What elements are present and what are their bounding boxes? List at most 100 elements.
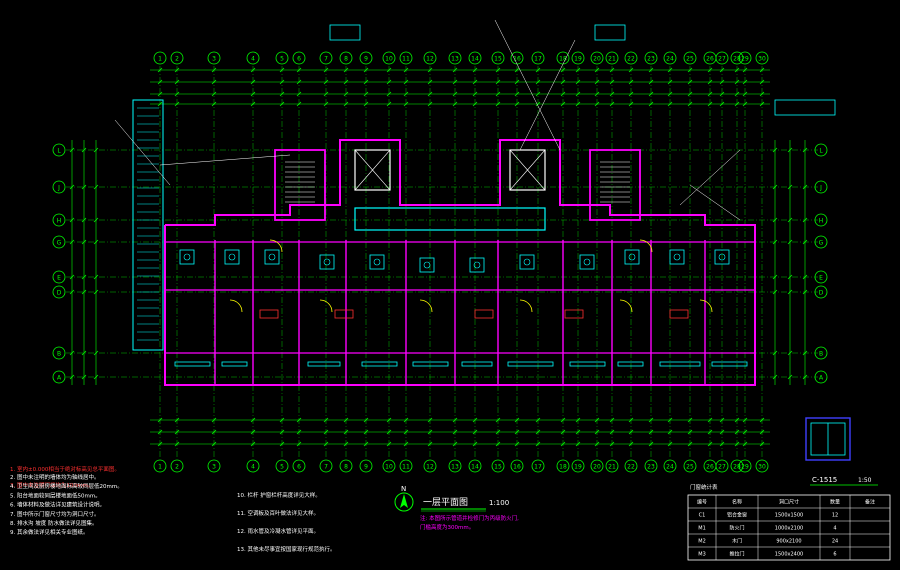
dimension-tick [452, 91, 458, 97]
note-magenta: 注: 本图所示管道井检修门为丙级防火门, [420, 514, 519, 522]
dimension-tick [386, 417, 392, 423]
dimension-tick [719, 101, 725, 107]
dimension-tick [648, 417, 654, 423]
dimension-tick [343, 79, 349, 85]
axis-bubble-circle [292, 51, 306, 65]
axis-bubble-col-9: 9 [359, 459, 373, 473]
axis-bubble-circle [319, 459, 333, 473]
axis-bubble-col-21: 21 [605, 51, 619, 65]
axis-bubble-label: 27 [718, 56, 726, 63]
window-frame [805, 417, 851, 461]
axis-bubble-col-27: 27 [715, 459, 729, 473]
axis-bubble-circle [382, 51, 396, 65]
dimension-tick [514, 67, 520, 73]
dimension-tick [403, 441, 409, 447]
dimension-tick [403, 67, 409, 73]
dimension-tick [742, 67, 748, 73]
axis-grid-bubbles: 1122334455667788991010111112121313141415… [52, 51, 828, 473]
fixture [624, 249, 640, 265]
axis-bubble-col-7: 7 [319, 51, 333, 65]
axis-bubble-circle [275, 51, 289, 65]
dimension-tick [575, 67, 581, 73]
dimension-tick [495, 417, 501, 423]
dimension-tick [93, 374, 99, 380]
axis-bubble-circle [292, 459, 306, 473]
axis-bubble-label: 8 [344, 56, 348, 63]
dimension-tick [667, 441, 673, 447]
room-tag-box [669, 309, 689, 319]
dimension-tick [452, 67, 458, 73]
dimension-tick [802, 184, 808, 190]
dimension-tick [427, 67, 433, 73]
window-opening [361, 361, 398, 367]
dimension-tick [759, 417, 765, 423]
axis-bubble-label: 15 [494, 464, 502, 471]
note-white: 7. 图中所示门窗尺寸均为洞口尺寸。 [10, 510, 100, 518]
table-header-cell: 洞口尺寸 [779, 499, 799, 506]
axis-bubble-col-6: 6 [292, 51, 306, 65]
axis-bubble-label: E [57, 275, 61, 282]
axis-bubble-circle [755, 459, 769, 473]
axis-bubble-circle [730, 459, 744, 473]
axis-bubble-label: 9 [364, 464, 368, 471]
dimension-tick [719, 417, 725, 423]
note-white: 9. 其余做法详见相关专业图纸。 [10, 528, 89, 536]
dimension-tick [648, 91, 654, 97]
dimension-tick [472, 101, 478, 107]
axis-bubble-label: 13 [451, 464, 459, 471]
dimension-tick [560, 67, 566, 73]
axis-bubble-col-4: 4 [246, 51, 260, 65]
axis-bubble-circle [605, 459, 619, 473]
table-cell: 铝合金窗 [727, 512, 747, 519]
dimension-tick [628, 79, 634, 85]
dimension-tick [296, 79, 302, 85]
dimension-tick [535, 91, 541, 97]
axis-bubble-circle [275, 459, 289, 473]
dimension-tick [279, 417, 285, 423]
dimension-tick [157, 417, 163, 423]
dimension-tick [802, 217, 808, 223]
axis-bubble-circle [399, 51, 413, 65]
dimension-tick [93, 350, 99, 356]
window-opening [617, 361, 644, 367]
axis-bubble-label: 21 [608, 464, 616, 471]
dimension-tick [174, 417, 180, 423]
axis-bubble-label: 17 [534, 56, 542, 63]
dimension-tick [296, 429, 302, 435]
axis-bubble-circle [814, 143, 828, 157]
note-white: 4. 卫生间及厨房楼地面标高较同层低20mm。 [10, 482, 123, 490]
dimension-tick [157, 91, 163, 97]
axis-bubble-label: 3 [212, 56, 216, 63]
dimension-tick [296, 441, 302, 447]
dimension-tick [403, 91, 409, 97]
fixture [419, 257, 435, 273]
axis-bubble-col-17: 17 [531, 51, 545, 65]
dimension-tick [742, 417, 748, 423]
dimension-tick [575, 441, 581, 447]
axis-bubble-circle [423, 459, 437, 473]
dimension-tick [157, 101, 163, 107]
axis-bubble-label: 19 [574, 56, 582, 63]
dimension-tick [707, 79, 713, 85]
dimension-tick [609, 441, 615, 447]
dimension-tick [386, 441, 392, 447]
dimension-tick [427, 441, 433, 447]
dimension-tick [594, 67, 600, 73]
dimension-tick [560, 91, 566, 97]
axis-bubble-col-26: 26 [703, 51, 717, 65]
axis-bubble-circle [738, 51, 752, 65]
dimension-tick [719, 441, 725, 447]
dimension-tick [157, 441, 163, 447]
axis-bubble-circle [814, 270, 828, 284]
dimension-tick [742, 101, 748, 107]
dimension-tick [535, 79, 541, 85]
axis-bubble-circle [52, 180, 66, 194]
axis-bubble-circle [207, 459, 221, 473]
dimension-tick [514, 91, 520, 97]
axis-bubble-col-23: 23 [644, 51, 658, 65]
dimension-tick [667, 79, 673, 85]
axis-bubble-label: 30 [758, 464, 766, 471]
note-white: 5. 阳台地面较同层楼地面低50mm。 [10, 491, 101, 499]
axis-bubble-label: 22 [627, 56, 635, 63]
